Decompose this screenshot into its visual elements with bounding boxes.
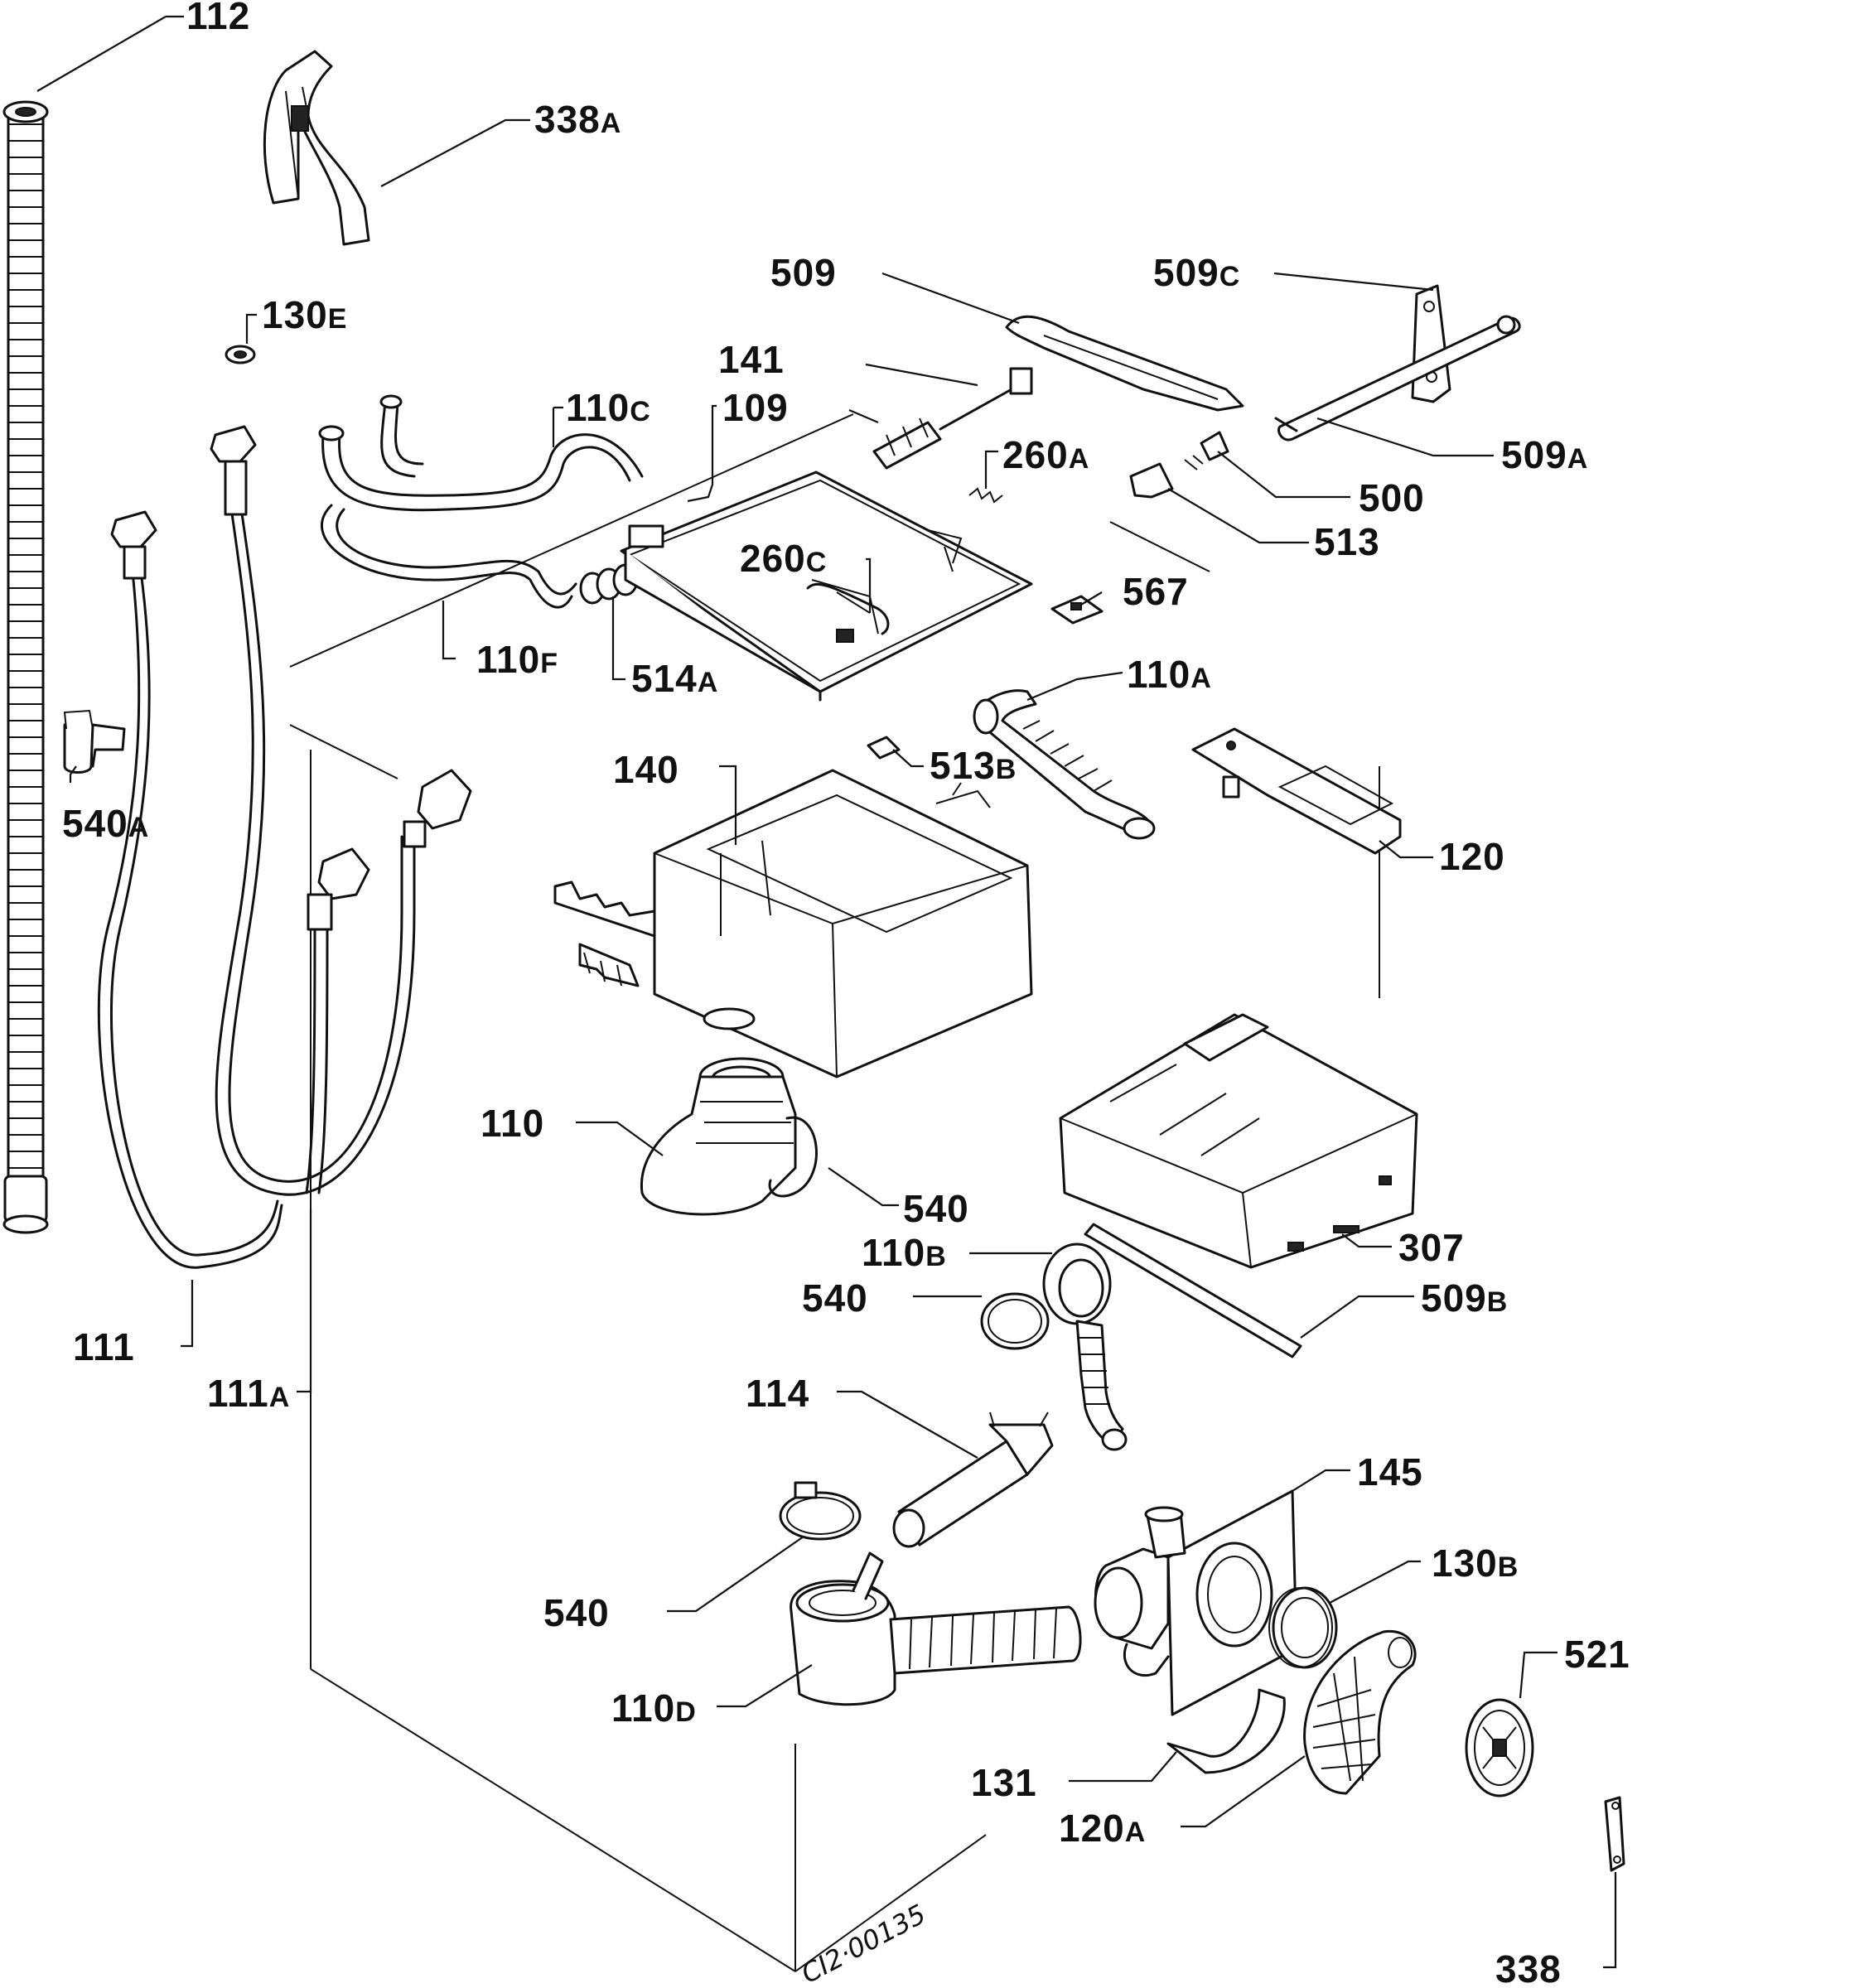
lever-509: [1005, 315, 1244, 412]
label-567: 567: [1123, 570, 1189, 613]
clamp-540-b: [980, 1292, 1050, 1350]
label-110d: 110D: [611, 1686, 697, 1730]
label-110f: 110F: [476, 638, 558, 681]
part-513: [1129, 462, 1174, 499]
hose-110: [640, 1057, 818, 1216]
filter-120a: [1303, 1629, 1417, 1795]
dispenser-plate-109: [620, 470, 1033, 702]
hose-110b: [1042, 1242, 1128, 1451]
label-540-3: 540: [543, 1591, 610, 1634]
label-509: 509: [770, 251, 837, 294]
label-110a: 110A: [1127, 653, 1212, 696]
leader-lines: [36, 15, 1617, 1969]
drawing-code: CI2·00135: [796, 1898, 931, 1988]
clip-540a: [63, 709, 126, 774]
dispenser-cover-120: [1191, 727, 1402, 855]
part-567: [1050, 595, 1104, 625]
label-130e: 130E: [262, 293, 347, 336]
lever-509a: [1274, 315, 1521, 442]
label-540-2: 540: [802, 1276, 868, 1320]
hose-110f: [321, 504, 577, 609]
label-120: 120: [1439, 835, 1505, 878]
label-110b: 110B: [862, 1231, 947, 1274]
rod-509b: [1084, 1223, 1302, 1358]
hose-110a: [973, 689, 1156, 840]
label-140: 140: [613, 748, 679, 791]
label-509c: 509C: [1153, 251, 1240, 294]
label-540a: 540A: [62, 802, 149, 845]
clip-338: [1604, 1796, 1625, 1872]
hose-hook-338a: [263, 50, 370, 246]
label-145: 145: [1357, 1450, 1423, 1493]
part-513b: [867, 736, 901, 760]
label-307: 307: [1398, 1226, 1465, 1269]
spring-rod-141: [872, 367, 1033, 470]
label-109: 109: [722, 386, 789, 429]
label-141: 141: [718, 338, 785, 381]
pump-housing-145: [1094, 1489, 1298, 1716]
filter-cap-521: [1465, 1698, 1534, 1797]
label-509b: 509B: [1421, 1276, 1508, 1320]
clip-260c: [806, 582, 890, 635]
label-521: 521: [1564, 1633, 1630, 1676]
spring-260a: [968, 487, 1003, 504]
part-labels: 112 338A 130E 509 509C 141 110C 109 260A…: [62, 0, 1630, 1988]
drain-hose-112: [2, 100, 49, 1234]
label-500: 500: [1359, 476, 1425, 519]
gasket-130b: [1268, 1586, 1338, 1669]
label-120a: 120A: [1059, 1807, 1146, 1850]
sump-hose-110d: [790, 1551, 1082, 1706]
label-509a: 509A: [1501, 433, 1588, 476]
seal-130e: [225, 345, 256, 364]
label-112: 112: [186, 0, 250, 37]
lever-509c: [1411, 284, 1451, 403]
label-338: 338: [1495, 1947, 1562, 1988]
hose-110c: [318, 394, 644, 512]
part-500: [1184, 431, 1229, 470]
pressure-chamber-114: [892, 1411, 1054, 1548]
clamp-540-c: [779, 1481, 862, 1541]
label-110c: 110C: [566, 386, 651, 429]
label-130b: 130B: [1432, 1542, 1519, 1585]
label-111: 111: [73, 1325, 135, 1368]
dispenser-housing-140: [553, 769, 1033, 1078]
label-111a: 111A: [207, 1372, 290, 1415]
label-114: 114: [746, 1372, 809, 1415]
label-514a: 514A: [631, 657, 718, 700]
label-260c: 260C: [740, 537, 827, 580]
cover-131: [1166, 1688, 1286, 1774]
label-513: 513: [1314, 520, 1380, 563]
label-540-1: 540: [903, 1187, 969, 1230]
label-131: 131: [971, 1761, 1037, 1804]
label-513b: 513B: [930, 744, 1017, 787]
label-338a: 338A: [534, 98, 621, 141]
dispenser-drawer-307: [1059, 1013, 1418, 1269]
label-260a: 260A: [1002, 433, 1089, 476]
inlet-hoses-111: [97, 425, 472, 1269]
label-110: 110: [481, 1102, 544, 1145]
